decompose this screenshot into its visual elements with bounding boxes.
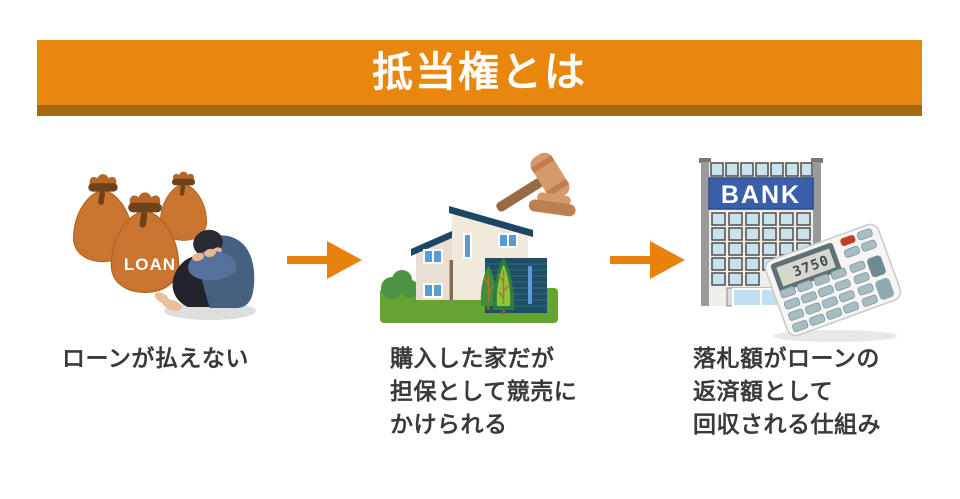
calculator-icon: 3750: [764, 223, 902, 337]
house-gavel-illustration: [380, 152, 576, 323]
caption-line: 回収される仕組み: [693, 411, 881, 437]
loan-bag-label: LOAN: [124, 255, 176, 274]
step-2-caption: 購入した家だが 担保として競売に かけられる: [390, 342, 577, 441]
bank-calculator-illustration: BANK 3750: [699, 158, 902, 342]
caption-line: 落札額がローンの: [693, 345, 880, 371]
caption-line: 購入した家だが: [390, 345, 555, 371]
caption-line: 返済額として: [693, 378, 834, 404]
page-title: 抵当権とは: [372, 49, 587, 95]
calculator-red-key: [840, 235, 856, 247]
crouching-person-icon: [154, 229, 255, 311]
money-bags-person-illustration: LOAN: [72, 171, 256, 320]
right-arrow-icon: [287, 241, 362, 279]
house-icon: [380, 206, 558, 323]
bank-sign: [708, 177, 814, 210]
bank-sign-label: BANK: [721, 181, 801, 209]
caption-line: 担保として競売に: [390, 378, 578, 404]
money-bag-icon: LOAN: [72, 171, 208, 293]
title-banner: 抵当権とは: [37, 40, 922, 116]
right-arrow-icon: [610, 241, 685, 279]
caption-line: かけられる: [390, 411, 508, 437]
gavel-icon: [496, 152, 576, 217]
step-1-caption: ローンが払えない: [62, 342, 249, 375]
tree-icon: [480, 258, 515, 314]
step-3-caption: 落札額がローンの 返済額として 回収される仕組み: [693, 342, 881, 441]
caption-line: ローンが払えない: [62, 345, 249, 371]
